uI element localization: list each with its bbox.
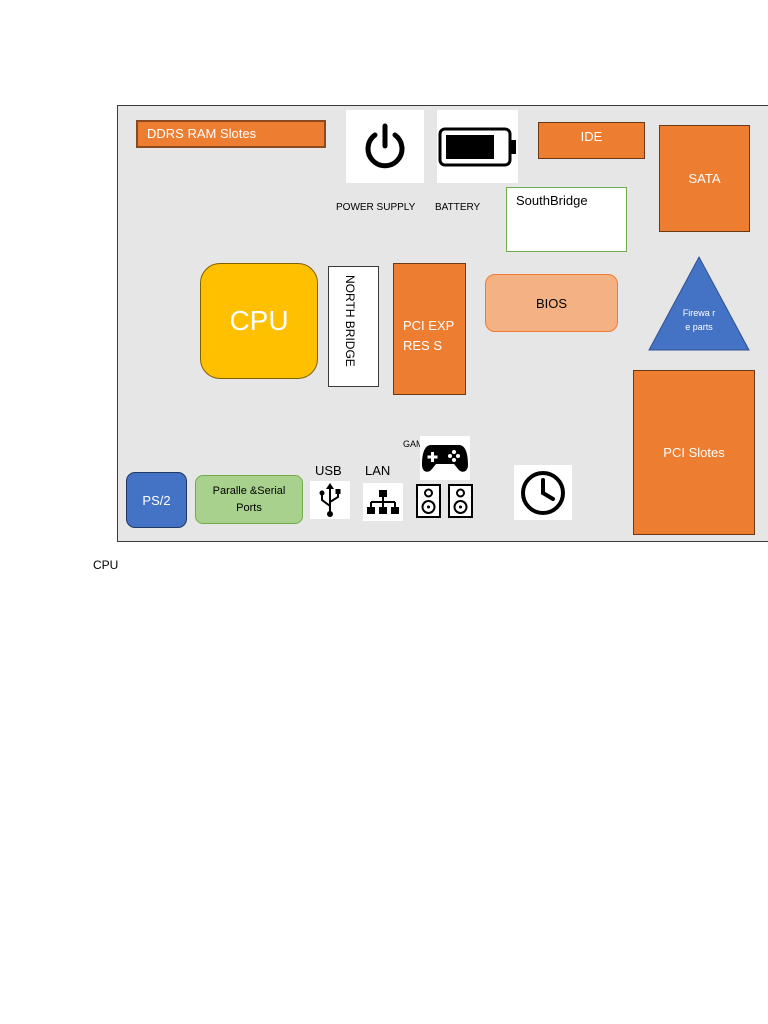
- cpu-socket: CPU: [200, 263, 318, 379]
- usb-box: [310, 481, 350, 519]
- usb-label: USB: [315, 463, 342, 478]
- ps2-label: PS/2: [142, 492, 171, 508]
- northbridge: NORTH BRIDGE: [328, 266, 379, 387]
- battery-box: [437, 110, 518, 183]
- sata-label: SATA: [688, 171, 721, 186]
- southbridge: SouthBridge: [506, 187, 627, 252]
- parallel-serial-label: Paralle &Serial Ports: [212, 484, 286, 514]
- parallel-serial-ports: Paralle &Serial Ports: [195, 475, 303, 524]
- game-port-box: [420, 436, 470, 480]
- battery-icon: [438, 127, 516, 166]
- pci-express-slot: PCI EXPRES S: [393, 263, 466, 395]
- firewire-triangle: [648, 255, 750, 351]
- ide-label: IDE: [580, 129, 603, 144]
- lan-box: [363, 483, 403, 521]
- clock-icon: [521, 470, 565, 515]
- diagram-caption: CPU: [93, 558, 119, 572]
- pci-slots-label: PCI Slotes: [663, 445, 725, 460]
- ram-slots-label: DDRS RAM Slotes: [147, 126, 257, 141]
- power-supply-label: POWER SUPPLY: [336, 202, 416, 213]
- ide-connector: IDE: [538, 122, 645, 159]
- speakers-icon: [416, 484, 473, 518]
- ram-slots: DDRS RAM Slotes: [136, 120, 326, 148]
- ps2-port: PS/2: [126, 472, 187, 528]
- power-icon: [365, 123, 405, 168]
- bios-label: BIOS: [535, 295, 568, 311]
- sata-connector: SATA: [659, 125, 750, 232]
- northbridge-label: NORTH BRIDGE: [343, 275, 357, 367]
- pci-slots: PCI Slotes: [633, 370, 755, 535]
- bios-chip: BIOS: [485, 274, 618, 332]
- firewire-label: Firewa re parts: [682, 308, 716, 332]
- motherboard-diagram: DDRS RAM Slotes POWER SUPPLY BATTERY IDE…: [117, 105, 768, 542]
- lan-label: LAN: [365, 463, 391, 478]
- cpu-label: CPU: [229, 305, 289, 336]
- battery-label: BATTERY: [435, 202, 481, 213]
- southbridge-label: SouthBridge: [516, 193, 588, 208]
- pci-express-label: PCI EXPRES S: [403, 318, 455, 353]
- lan-network-icon: [367, 490, 399, 514]
- speakers-box: [414, 482, 476, 520]
- usb-icon: [319, 483, 341, 517]
- gamepad-icon: [422, 445, 468, 472]
- clock-box: [514, 465, 572, 520]
- power-supply-box: [346, 110, 424, 183]
